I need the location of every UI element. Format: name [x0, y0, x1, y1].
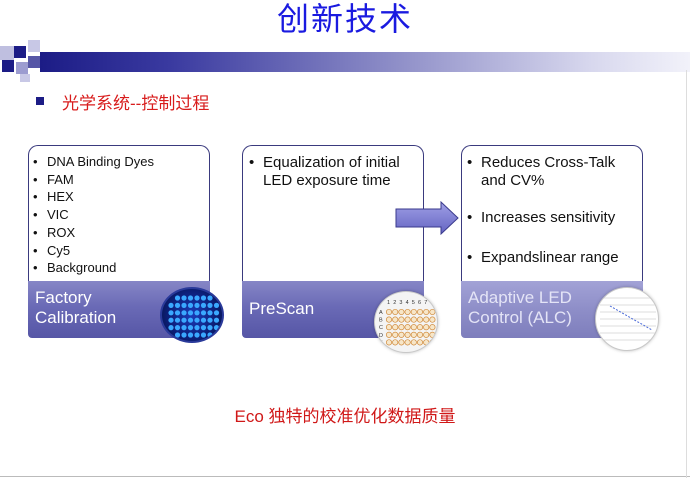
svg-text:5: 5 — [412, 300, 415, 306]
svg-text:8: 8 — [430, 300, 433, 306]
svg-text:E: E — [379, 340, 383, 346]
svg-text:2: 2 — [393, 300, 396, 306]
item-list: Equalization of initial LED exposure tim… — [249, 154, 423, 190]
header-bar — [40, 52, 690, 72]
list-item: Expandslinear range — [467, 249, 642, 267]
svg-text:1: 1 — [387, 300, 390, 306]
svg-text:A: A — [379, 310, 383, 316]
panel-adaptive-led-control: Reduces Cross-Talk and CV% Increases sen… — [461, 145, 659, 351]
led-array-icon — [160, 287, 224, 343]
header-square — [28, 56, 40, 68]
item-list: DNA Binding Dyes FAM HEX VIC ROX Cy5 Bac… — [33, 153, 154, 277]
panel-label-line: Control (ALC) — [468, 308, 572, 327]
header-square — [20, 74, 30, 82]
svg-text:D: D — [379, 333, 383, 339]
bullet-square-icon — [36, 97, 44, 105]
section-bullet: 光学系统--控制过程 — [36, 91, 210, 113]
panel-prescan: Equalization of initial LED exposure tim… — [242, 145, 438, 353]
header-square — [14, 46, 26, 58]
item-list: Reduces Cross-Talk and CV% Increases sen… — [467, 154, 642, 267]
svg-text:C: C — [379, 325, 383, 331]
panel-label: Adaptive LED Control (ALC) — [468, 288, 572, 328]
panel-label: Factory Calibration — [35, 288, 116, 328]
slide-title: 创新技术 — [276, 0, 413, 38]
svg-text:4: 4 — [406, 300, 409, 306]
list-item: Background — [33, 259, 154, 277]
svg-text:7: 7 — [424, 300, 427, 306]
header-square — [28, 40, 40, 52]
line-chart-icon — [595, 287, 659, 351]
panel-label-line: Factory — [35, 288, 92, 307]
list-item: HEX — [33, 188, 154, 206]
panel-factory-calibration: DNA Binding Dyes FAM HEX VIC ROX Cy5 Bac… — [28, 145, 224, 343]
slide-edge — [686, 70, 687, 478]
right-arrow-icon — [395, 201, 459, 235]
list-item: Cy5 — [33, 242, 154, 260]
panel-content: Reduces Cross-Talk and CV% Increases sen… — [461, 145, 643, 281]
svg-text:3: 3 — [399, 300, 402, 306]
list-item: Reduces Cross-Talk and CV% — [467, 154, 642, 190]
list-item: Equalization of initial LED exposure tim… — [249, 154, 423, 190]
slide-edge — [0, 476, 690, 477]
header-square — [16, 62, 28, 74]
panel-label: PreScan — [249, 299, 314, 319]
list-item: FAM — [33, 171, 154, 189]
slide-footer: Eco 独特的校准优化数据质量 — [234, 407, 456, 426]
list-item: Increases sensitivity — [467, 209, 642, 227]
panel-label-line: Calibration — [35, 308, 117, 327]
list-item: ROX — [33, 224, 154, 242]
section-heading: 光学系统--控制过程 — [62, 93, 210, 113]
header-square — [0, 46, 14, 60]
panel-label-line: Adaptive LED — [468, 288, 572, 307]
svg-text:6: 6 — [418, 300, 421, 306]
svg-text:B: B — [379, 318, 383, 324]
list-item: VIC — [33, 206, 154, 224]
panel-label-line: PreScan — [249, 299, 315, 318]
header-square — [2, 60, 14, 72]
list-item: DNA Binding Dyes — [33, 153, 154, 171]
panel-content: Equalization of initial LED exposure tim… — [242, 145, 424, 281]
panel-content: DNA Binding Dyes FAM HEX VIC ROX Cy5 Bac… — [28, 145, 210, 281]
